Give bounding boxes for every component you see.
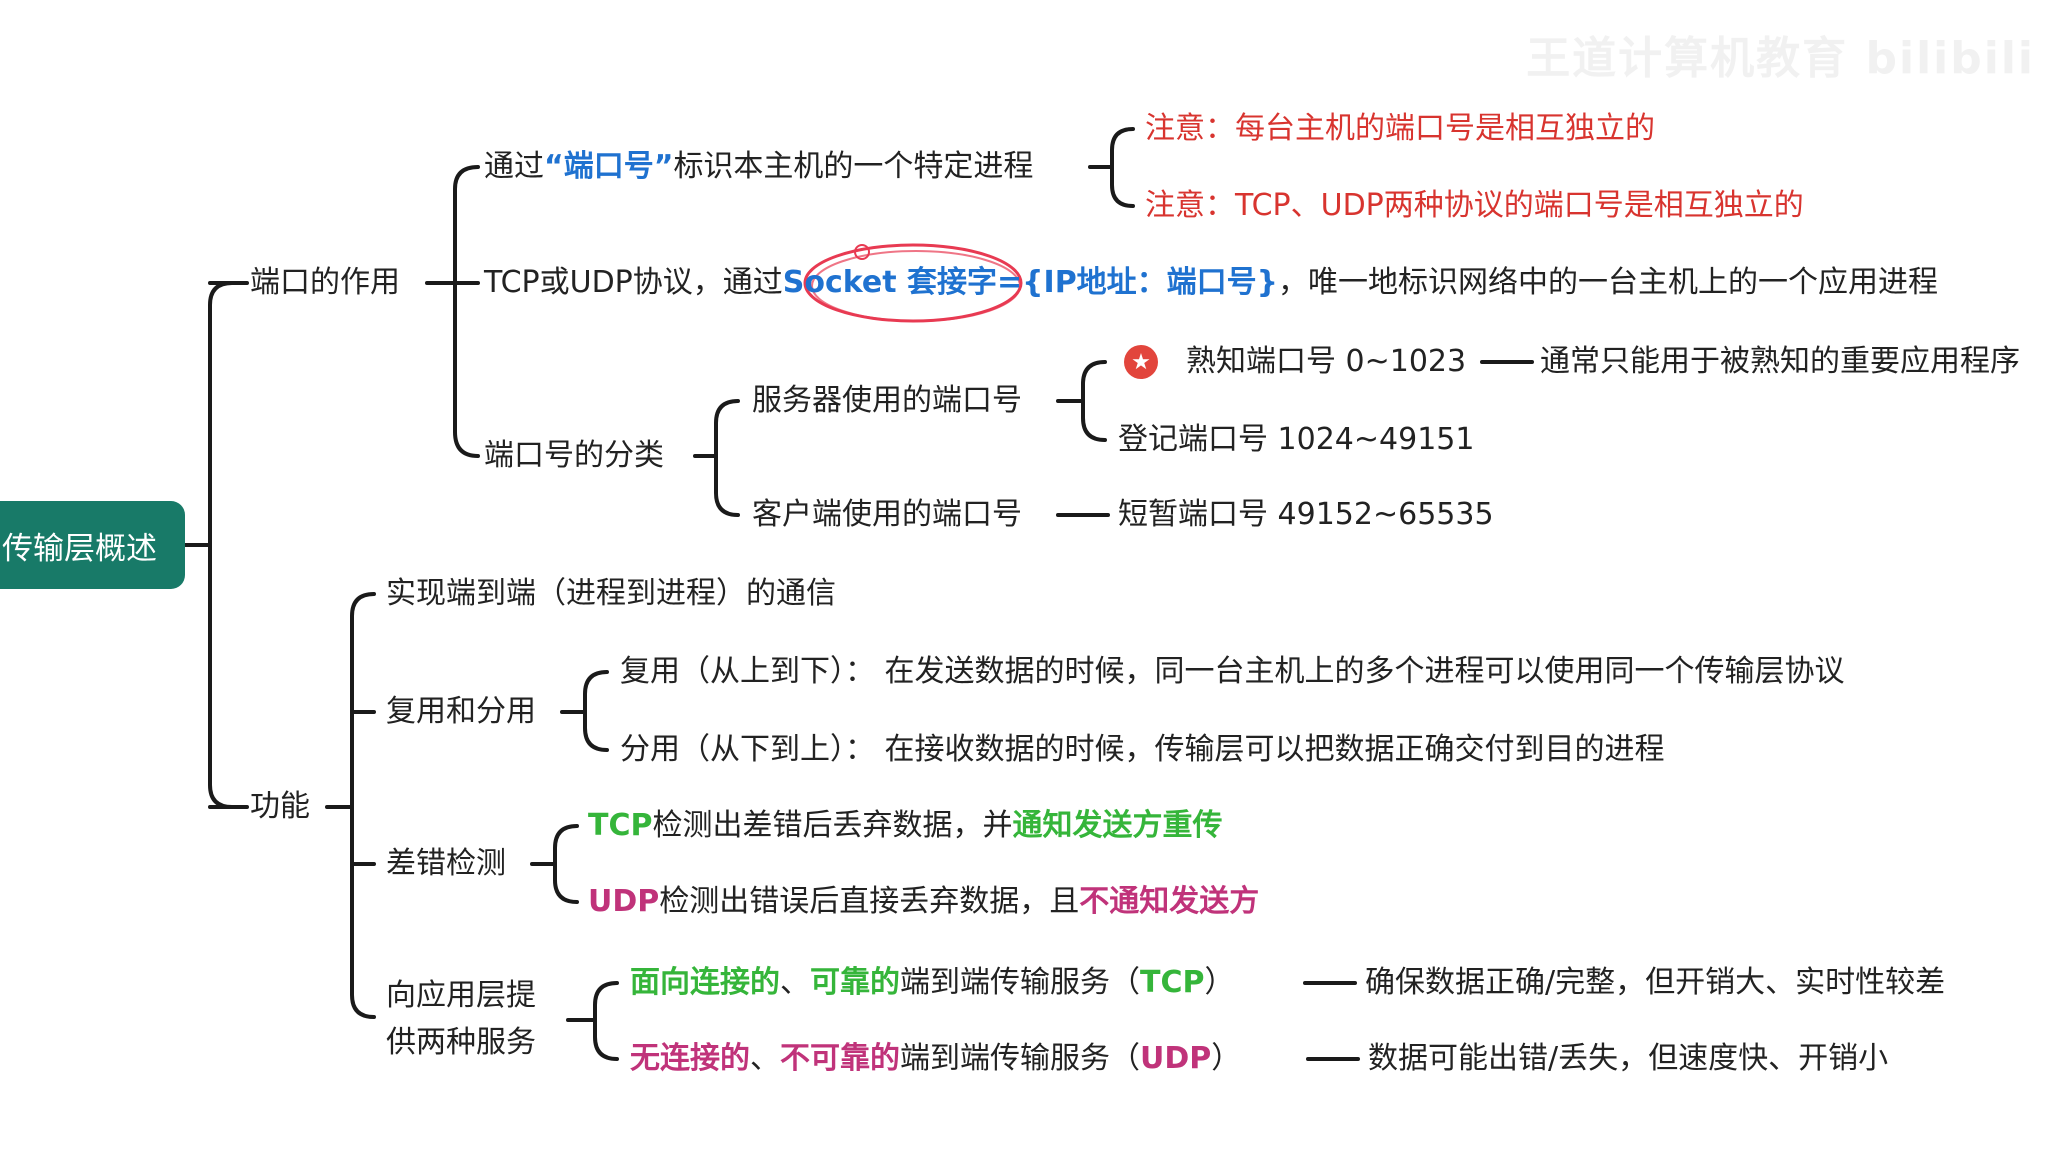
- bracket-error: [553, 824, 579, 904]
- node-server-ports[interactable]: 服务器使用的端口号: [752, 383, 1022, 418]
- note-well-known[interactable]: 通常只能用于被熟知的重要应用程序: [1540, 344, 2020, 379]
- node-udp-service[interactable]: 无连接的、不可靠的端到端传输服务（UDP）: [630, 1040, 1241, 1078]
- node-multiplex[interactable]: 复用（从上到下）： 在发送数据的时候，同一台主机上的多个进程可以使用同一个传输层…: [620, 654, 1845, 689]
- topic-function[interactable]: 功能: [250, 789, 310, 824]
- node-e2e[interactable]: 实现端到端（进程到进程）的通信: [386, 576, 836, 611]
- node-tcp-service[interactable]: 面向连接的、可靠的端到端传输服务（TCP）: [630, 964, 1234, 1002]
- topic-services-line1[interactable]: 向应用层提: [386, 978, 536, 1013]
- tcp-protocol: TCP: [1140, 965, 1205, 1000]
- note-protocol-independent[interactable]: 注意：TCP、UDP两种协议的端口号是相互独立的: [1145, 188, 1804, 223]
- star-badge-icon: ★: [1124, 345, 1158, 379]
- bracket-mux: [583, 670, 609, 752]
- topic-services-line2[interactable]: 供两种服务: [386, 1025, 536, 1060]
- identify-pre: 通过: [484, 149, 544, 184]
- tcp-error-text: 检测出差错后丢弃数据，并: [652, 808, 1013, 843]
- socket-highlight: Socket 套接字={IP地址：端口号}: [782, 265, 1279, 300]
- identify-post: 标识本主机的一个特定进程: [673, 149, 1034, 184]
- note-udp-service[interactable]: 数据可能出错/丢失，但速度快、开销小: [1368, 1041, 1889, 1076]
- node-demultiplex[interactable]: 分用（从下到上）： 在接收数据的时候，传输层可以把数据正确交付到目的进程: [620, 732, 1665, 767]
- udp-label: UDP: [588, 884, 660, 919]
- node-tcp-error[interactable]: TCP检测出差错后丢弃数据，并通知发送方重传: [588, 807, 1222, 845]
- topic-error[interactable]: 差错检测: [386, 846, 506, 881]
- bracket-root: [208, 281, 234, 809]
- tcp-service-text: 端到端传输服务（: [900, 965, 1140, 1000]
- tcp-retransmit: 通知发送方重传: [1012, 808, 1223, 843]
- bracket-server: [1081, 360, 1107, 442]
- tcp-label: TCP: [588, 808, 653, 843]
- tcp-close: ）: [1204, 965, 1235, 1000]
- node-registered[interactable]: 登记端口号 1024~49151: [1118, 422, 1475, 457]
- udp-close: ）: [1211, 1041, 1242, 1076]
- tcp-reliable: 可靠的: [810, 965, 900, 1000]
- node-well-known[interactable]: 熟知端口号 0~1023: [1186, 344, 1467, 379]
- bracket-port-role: [453, 165, 480, 458]
- tcp-sep: 、: [780, 965, 810, 1000]
- topic-port-role[interactable]: 端口的作用: [250, 265, 400, 300]
- bracket-function: [350, 592, 376, 1019]
- root-topic[interactable]: 传输层概述: [0, 501, 185, 589]
- socket-post: ，唯一地标识网络中的一台主机上的一个应用进程: [1278, 265, 1939, 300]
- note-tcp-service[interactable]: 确保数据正确/完整，但开销大、实时性较差: [1365, 965, 1946, 1000]
- udp-no-notify: 不通知发送方: [1079, 884, 1260, 919]
- socket-pre: TCP或UDP协议，通过: [484, 265, 783, 300]
- udp-connectionless: 无连接的: [630, 1041, 750, 1076]
- udp-protocol: UDP: [1140, 1041, 1212, 1076]
- bracket-classify: [714, 399, 740, 517]
- bracket-services: [593, 981, 619, 1061]
- node-client-ports[interactable]: 客户端使用的端口号: [752, 497, 1022, 532]
- udp-service-text: 端到端传输服务（: [900, 1041, 1140, 1076]
- annotation-circle: [803, 243, 1023, 323]
- bracket-identify: [1110, 127, 1135, 208]
- topic-mux[interactable]: 复用和分用: [386, 694, 536, 729]
- udp-sep: 、: [750, 1041, 780, 1076]
- udp-error-text: 检测出错误后直接丢弃数据，且: [659, 884, 1080, 919]
- node-udp-error[interactable]: UDP检测出错误后直接丢弃数据，且不通知发送方: [588, 883, 1259, 921]
- topic-classify[interactable]: 端口号的分类: [484, 438, 664, 473]
- node-ephemeral[interactable]: 短暂端口号 49152~65535: [1118, 497, 1494, 532]
- note-port-independent[interactable]: 注意：每台主机的端口号是相互独立的: [1145, 111, 1655, 146]
- udp-unreliable: 不可靠的: [780, 1041, 900, 1076]
- identify-highlight: “端口号”: [544, 149, 674, 184]
- node-socket[interactable]: TCP或UDP协议，通过Socket 套接字={IP地址：端口号}，唯一地标识网…: [484, 264, 1938, 302]
- watermark: 王道计算机教育 bilibili: [1526, 33, 2035, 84]
- tcp-connection-oriented: 面向连接的: [630, 965, 780, 1000]
- node-identify[interactable]: 通过“端口号”标识本主机的一个特定进程: [484, 148, 1033, 186]
